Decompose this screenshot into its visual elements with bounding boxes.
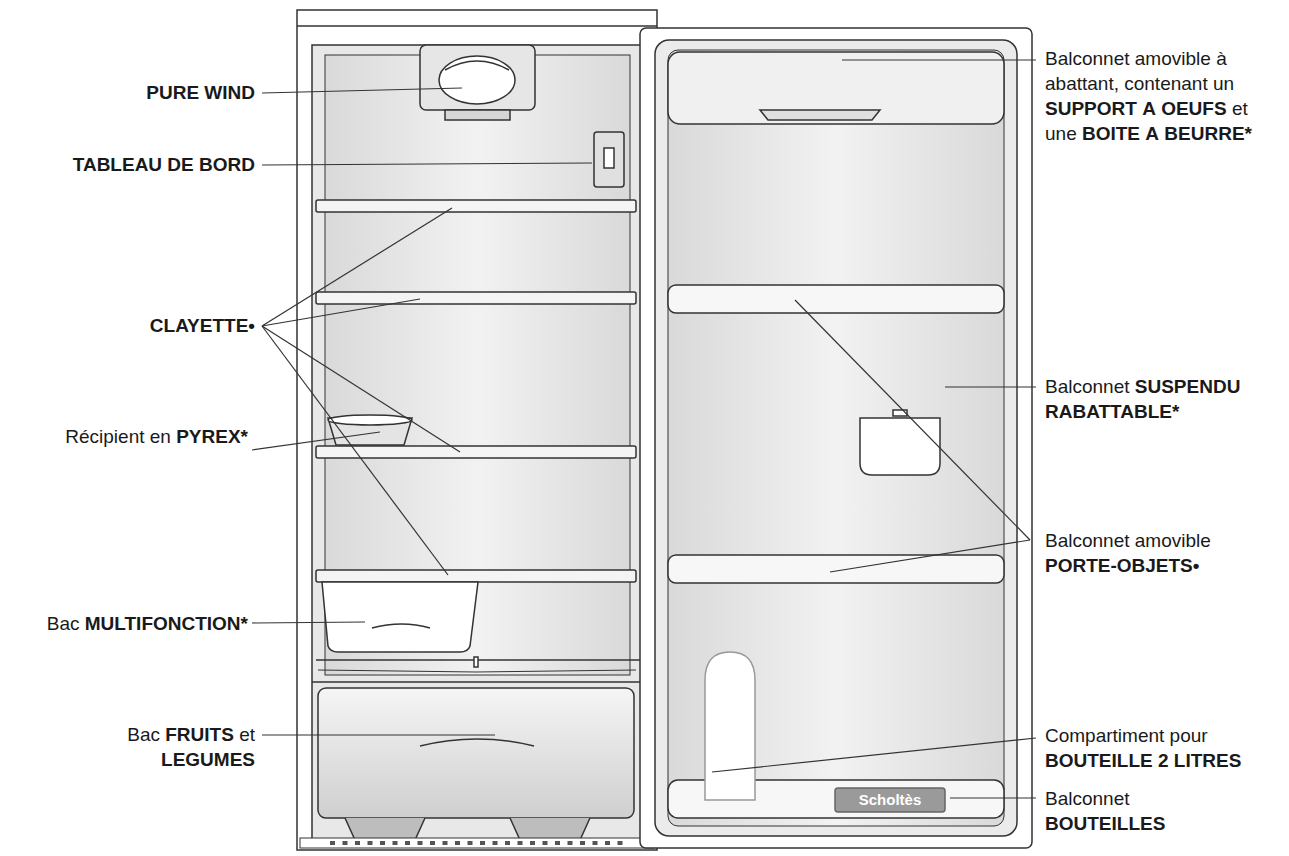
control-panel (594, 132, 624, 187)
part-label: TABLEAU DE BORD (15, 152, 255, 177)
part-label: PURE WIND (35, 80, 255, 105)
part-label: Balconnet amovible PORTE-OBJETS• (1045, 528, 1245, 578)
part-label: CLAYETTE• (55, 313, 255, 338)
pyrex-dish (328, 415, 412, 445)
brand-name: Scholtès (835, 790, 945, 810)
part-label: Compartiment pour BOUTEILLE 2 LITRES (1045, 723, 1255, 773)
fridge-cabinet (297, 10, 657, 850)
multifunction-bin (322, 582, 478, 652)
part-label: Récipient en PYREX* (48, 424, 248, 449)
part-label: Balconnet BOUTEILLES (1045, 786, 1245, 836)
part-label: Balconnet amovible à abattant, contenant… (1045, 46, 1281, 146)
crisper-drawer (316, 657, 640, 840)
door-balconies (668, 52, 1004, 818)
vent-grille (330, 841, 623, 845)
part-label: Balconnet SUSPENDU RABATTABLE* (1045, 374, 1245, 424)
pure-wind-fan (420, 45, 535, 120)
fridge-door (640, 28, 1032, 848)
leader-lines (252, 60, 1036, 798)
part-label: Bac FRUITS et LEGUMES (55, 722, 255, 772)
part-label: Bac MULTIFONCTION* (28, 611, 248, 636)
